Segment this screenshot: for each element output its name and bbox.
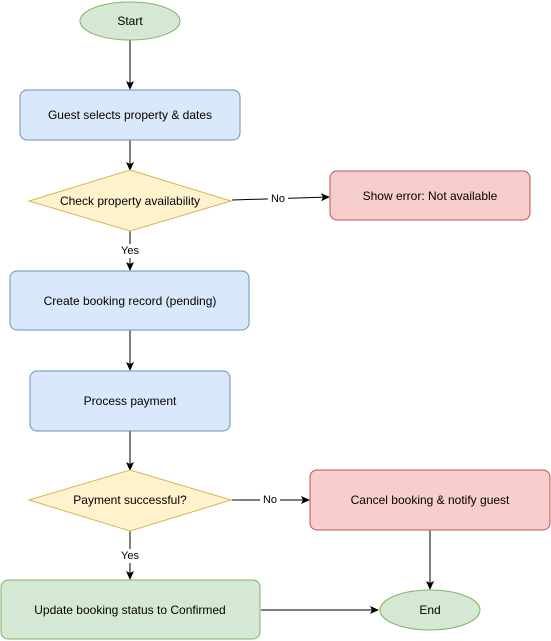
- node-start-shape: [79, 1, 181, 41]
- node-process-payment: Process payment: [29, 370, 231, 432]
- node-end-label: End: [419, 603, 440, 617]
- node-end-shape: [379, 589, 481, 631]
- node-end: End: [379, 589, 481, 631]
- node-cancel-booking: Cancel booking & notify guest: [309, 469, 551, 531]
- edge-label-payment-yes: Yes: [121, 550, 139, 562]
- node-show-error-shape: [329, 170, 531, 221]
- node-payment-successful-shape: [27, 469, 233, 532]
- node-payment-successful-label: Payment successful?: [73, 493, 187, 507]
- node-show-error-label: Show error: Not available: [363, 189, 498, 203]
- node-process-payment-label: Process payment: [84, 394, 177, 408]
- node-update-status-shape: [0, 579, 261, 640]
- node-update-status-label: Update booking status to Confirmed: [34, 603, 225, 617]
- edge-label-availability-no: No: [271, 193, 285, 205]
- node-select-property-shape: [19, 89, 241, 141]
- node-start-label: Start: [117, 14, 143, 28]
- node-check-availability-shape: [27, 169, 233, 232]
- node-create-booking-shape: [9, 270, 250, 331]
- node-update-status: Update booking status to Confirmed: [0, 579, 261, 640]
- node-cancel-booking-label: Cancel booking & notify guest: [351, 493, 510, 507]
- node-process-payment-shape: [29, 370, 231, 432]
- node-cancel-booking-shape: [309, 469, 551, 531]
- node-show-error: Show error: Not available: [329, 170, 531, 221]
- node-select-property-label: Guest selects property & dates: [48, 108, 212, 122]
- node-create-booking-label: Create booking record (pending): [44, 294, 217, 308]
- node-payment-successful: Payment successful?: [27, 469, 233, 532]
- node-select-property: Guest selects property & dates: [19, 89, 241, 141]
- edge-label-payment-no: No: [263, 494, 277, 506]
- edge-label-availability-yes: Yes: [121, 245, 139, 257]
- edge-labels: No Yes No Yes: [118, 192, 288, 563]
- node-check-availability-label: Check property availability: [60, 194, 200, 208]
- node-start: Start: [79, 1, 181, 41]
- node-create-booking: Create booking record (pending): [9, 270, 250, 331]
- node-check-availability: Check property availability: [27, 169, 233, 232]
